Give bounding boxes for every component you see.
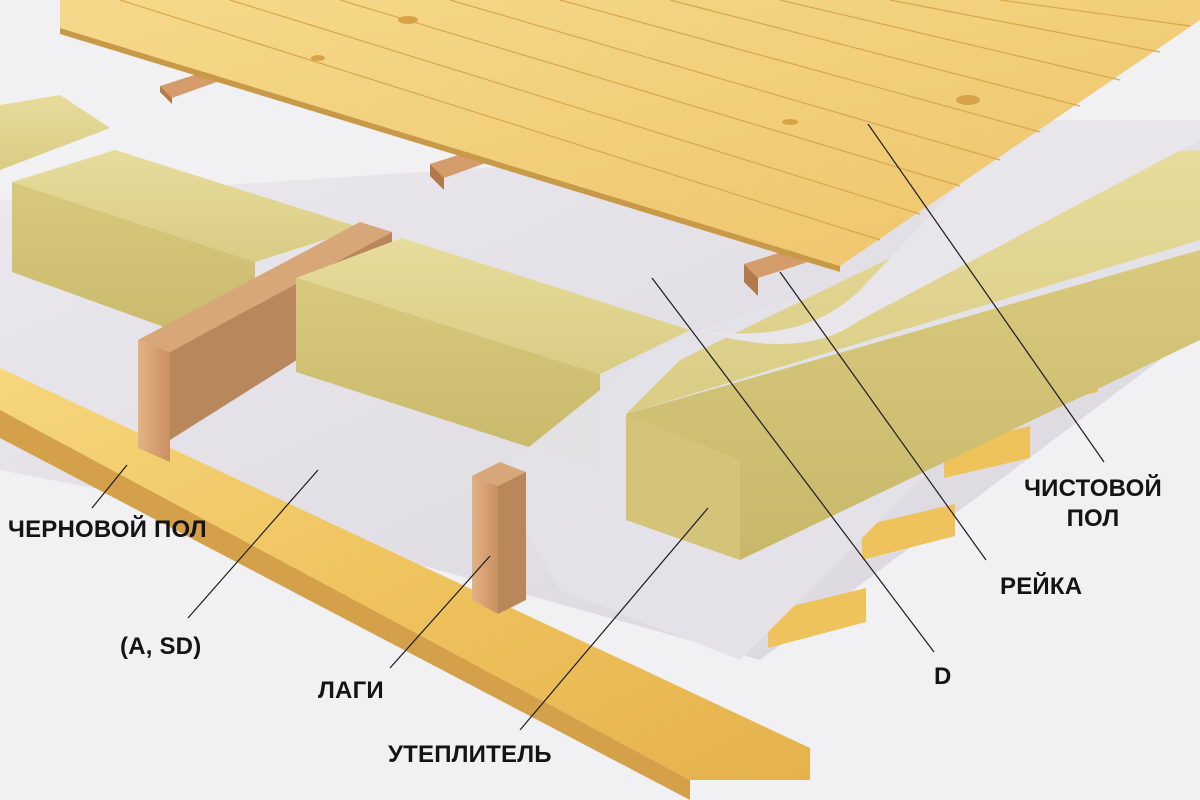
finish-floor-plank-lines (119, 0, 1191, 241)
insulation-block-3-side (626, 250, 1200, 560)
subfloor-board-front-edge (0, 410, 690, 800)
insulation-block-1-top (12, 150, 362, 262)
label-membrane-a-sd: (A, SD) (120, 633, 202, 660)
membrane-curl (700, 120, 1200, 344)
insulation-block-2-side (296, 278, 600, 470)
label-batten: РЕЙКА (1000, 573, 1083, 600)
leader-batten (779, 271, 987, 561)
label-finish-floor-line2: ПОЛ (1066, 505, 1120, 532)
joist-2-side (498, 472, 526, 614)
label-insulation: УТЕПЛИТЕЛЬ (388, 741, 552, 768)
leader-lines (91, 123, 1105, 731)
battens (160, 70, 808, 296)
finish-floor (60, 0, 1200, 266)
leader-membrane-a-sd (187, 469, 319, 619)
joist-2-end (472, 476, 498, 614)
subfloor-board-front (0, 368, 810, 780)
label-finish-floor: ЧИСТОВОЙ ПОЛ (1018, 474, 1168, 534)
label-joists: ЛАГИ (318, 677, 384, 704)
leader-subfloor (91, 464, 128, 509)
joist-1-top (138, 222, 392, 352)
insulation-left-top (0, 95, 110, 170)
finish-floor-edge (60, 28, 840, 272)
leader-membrane-d (651, 277, 935, 653)
joist-1-end (138, 340, 170, 462)
leader-finish-floor (867, 123, 1105, 463)
leader-insulation (519, 507, 709, 731)
finish-floor-knots (311, 16, 980, 125)
label-membrane-d: D (934, 663, 952, 690)
joist-2-top (472, 462, 526, 486)
insulation-block-2-top (296, 238, 690, 374)
insulation-block-3-front (626, 414, 740, 560)
label-subfloor: ЧЕРНОВОЙ ПОЛ (8, 516, 207, 543)
leader-joists (389, 555, 491, 669)
label-finish-floor-line1: ЧИСТОВОЙ (1024, 475, 1162, 502)
